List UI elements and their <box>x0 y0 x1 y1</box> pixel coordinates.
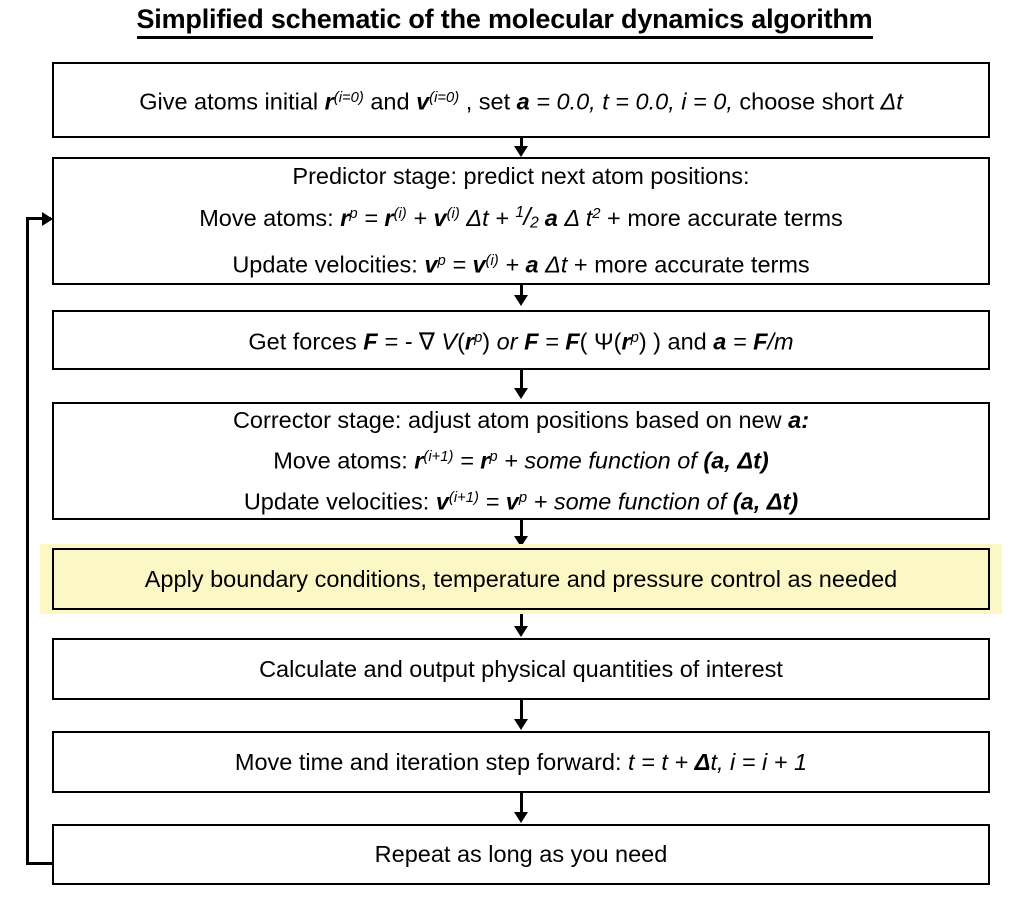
arrow-forces-to-corrector <box>519 370 523 392</box>
initialize-box: Give atoms initial r(i=0) and v(i=0) , s… <box>52 62 990 138</box>
arrow-initialize-to-predictor-head <box>514 146 528 157</box>
arrow-advance-to-repeat <box>519 793 523 815</box>
feedback-loop-top-segment <box>26 217 51 220</box>
feedback-loop-vertical-segment <box>26 217 29 865</box>
corrector-stage-box: Corrector stage: adjust atom positions b… <box>52 402 990 520</box>
arrow-initialize-to-predictor <box>519 138 523 150</box>
arrow-predictor-to-forces <box>519 285 523 299</box>
predictor-line-2: Move atoms: rp = r(i) + v(i) Δt + 1/2 a … <box>199 203 843 232</box>
predictor-line-1: Predictor stage: predict next atom posit… <box>292 163 750 190</box>
page-title: Simplified schematic of the molecular dy… <box>0 2 1009 39</box>
arrow-predictor-to-forces-head <box>514 295 528 306</box>
repeat-loop-box: Repeat as long as you need <box>52 824 990 885</box>
feedback-loop-bottom-segment <box>26 862 56 865</box>
calculate-output-box: Calculate and output physical quantities… <box>52 638 990 700</box>
predictor-stage-box: Predictor stage: predict next atom posit… <box>52 157 990 285</box>
get-forces-text: Get forces F = - ∇ V(rp) or F = F( Ψ(rp)… <box>248 328 794 356</box>
initialize-text: Give atoms initial r(i=0) and v(i=0) , s… <box>139 88 903 115</box>
arrow-corrector-to-boundary-head <box>514 536 528 547</box>
boundary-conditions-text: Apply boundary conditions, temperature a… <box>144 565 898 592</box>
corrector-line-1: Corrector stage: adjust atom positions b… <box>232 406 810 433</box>
predictor-line-3: Update velocities: vp = v(i) + a Δt + mo… <box>232 251 810 278</box>
arrow-boundary-to-output <box>519 610 523 630</box>
arrow-advance-to-repeat-head <box>514 812 528 823</box>
corrector-line-3: Update velocities: v(i+1) = vp + some fu… <box>243 488 799 515</box>
get-forces-box: Get forces F = - ∇ V(rp) or F = F( Ψ(rp)… <box>52 310 990 370</box>
arrow-boundary-to-output-head <box>514 626 528 637</box>
arrow-forces-to-corrector-head <box>514 388 528 399</box>
feedback-loop-arrowhead <box>42 211 53 226</box>
arrow-output-to-advance <box>519 700 523 722</box>
arrow-output-to-advance-head <box>514 719 528 730</box>
boundary-conditions-box: Apply boundary conditions, temperature a… <box>52 548 990 610</box>
corrector-line-2: Move atoms: r(i+1) = rp + some function … <box>273 447 769 474</box>
arrow-corrector-to-boundary <box>519 520 523 540</box>
advance-time-step-text: Move time and iteration step forward: t … <box>234 748 808 775</box>
advance-time-step-box: Move time and iteration step forward: t … <box>52 731 990 793</box>
repeat-loop-text: Repeat as long as you need <box>374 841 668 867</box>
page-title-text: Simplified schematic of the molecular dy… <box>136 4 873 39</box>
calculate-output-text: Calculate and output physical quantities… <box>259 655 783 682</box>
